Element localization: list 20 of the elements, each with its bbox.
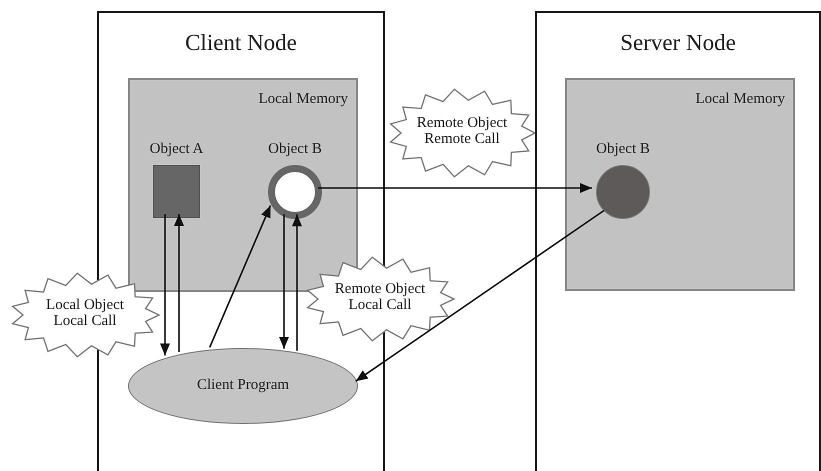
- program-label: Client Program: [196, 378, 290, 394]
- arrow: [355, 210, 604, 382]
- object-label: Object B: [267, 142, 323, 158]
- callout-text: Local Object Local Call: [45, 298, 125, 330]
- arrow: [279, 214, 289, 349]
- arrow: [208, 205, 272, 348]
- node-title: Server Node: [619, 31, 737, 56]
- callout-text: Remote Object Remote Call: [416, 116, 508, 148]
- memory-area: [565, 78, 795, 291]
- arrow: [174, 214, 184, 352]
- object-label: Object B: [595, 142, 651, 158]
- node-title: Client Node: [184, 31, 298, 56]
- object-label: Object A: [148, 142, 204, 158]
- arrow: [292, 214, 302, 351]
- arrow: [318, 183, 592, 193]
- area-label: Local Memory: [258, 92, 348, 108]
- callout-text: Remote Object Local Call: [334, 282, 426, 314]
- arrow: [160, 214, 170, 356]
- node-frame: [535, 11, 821, 471]
- area-label: Local Memory: [695, 92, 785, 108]
